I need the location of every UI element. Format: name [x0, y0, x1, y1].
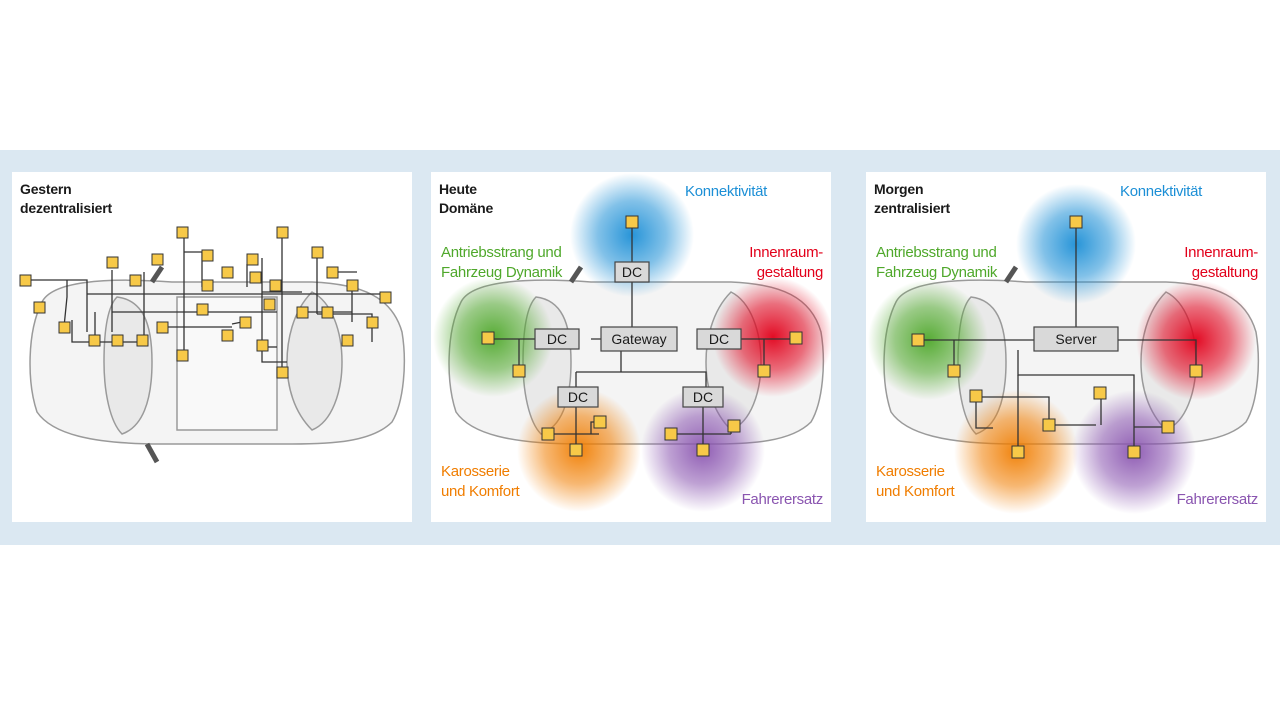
dc-box-antrieb — [534, 328, 580, 350]
title-line-2: dezentralisiert — [20, 200, 112, 216]
label-innenraum: Innenraum- gestaltung — [1184, 243, 1258, 283]
title-line-1: Morgen — [874, 181, 924, 197]
server-label: Server — [1055, 331, 1097, 347]
dc-label: DC — [622, 264, 642, 280]
label-karosserie: Karosserie und Komfort — [441, 462, 520, 502]
panel-title: Morgen zentralisiert — [874, 180, 950, 218]
label-karosserie: Karosserie und Komfort — [876, 462, 955, 502]
dc-label: DC — [693, 389, 713, 405]
label-karosserie-line-2: und Komfort — [876, 483, 955, 500]
label-innenraum-line-1: Innenraum- — [1184, 244, 1258, 261]
label-antrieb-line-1: Antriebsstrang und — [876, 244, 997, 261]
label-antrieb-line-2: Fahrzeug Dynamik — [876, 264, 998, 281]
panel-title: Heute Domäne — [439, 180, 493, 218]
gateway-box — [600, 326, 678, 352]
label-karosserie-line-1: Karosserie — [876, 463, 945, 480]
title-line-2: zentralisiert — [874, 200, 950, 216]
label-innenraum-line-2: gestaltung — [756, 264, 824, 281]
label-innenraum: Innenraum- gestaltung — [749, 243, 823, 283]
label-fahrerersatz: Fahrerersatz — [1176, 491, 1259, 508]
dc-box-konnektivitaet — [614, 261, 650, 283]
dc-box-karosserie — [557, 386, 599, 408]
panel-gestern: Gestern dezentralisiert — [12, 172, 412, 522]
title-line-2: Domäne — [439, 200, 494, 216]
label-fahrerersatz: Fahrerersatz — [741, 491, 824, 508]
dc-label: DC — [547, 331, 567, 347]
car-diagram-domain: DC DC Gateway DC DC DC — [433, 173, 831, 512]
label-karosserie-line-2: und Komfort — [441, 483, 520, 500]
label-innenraum-line-1: Innenraum- — [749, 244, 823, 261]
label-antrieb: Antriebsstrang und Fahrzeug Dynamik — [441, 243, 562, 283]
car-diagram-decentralized — [19, 226, 406, 464]
dc-label: DC — [568, 389, 588, 405]
dc-box-innenraum — [696, 328, 742, 350]
label-antrieb: Antriebsstrang und Fahrzeug Dynamik — [876, 243, 997, 283]
panel-morgen: Server Morgen zentralisiert Konnektivitä… — [866, 172, 1266, 522]
domain-innenraum — [713, 277, 831, 397]
title-line-1: Gestern — [20, 181, 72, 197]
label-karosserie-line-1: Karosserie — [441, 463, 510, 480]
label-konnektivitaet: Konnektivität — [685, 183, 767, 200]
server-box — [1033, 326, 1119, 352]
label-antrieb-line-2: Fahrzeug Dynamik — [441, 264, 563, 281]
label-antrieb-line-1: Antriebsstrang und — [441, 244, 562, 261]
dc-box-fahrerersatz — [682, 386, 724, 408]
label-konnektivitaet: Konnektivität — [1120, 183, 1202, 200]
panel-heute: DC DC Gateway DC DC DC Heute Domäne Konn… — [431, 172, 831, 522]
panel-title: Gestern dezentralisiert — [20, 180, 112, 218]
label-innenraum-line-2: gestaltung — [1191, 264, 1259, 281]
dc-label: DC — [709, 331, 729, 347]
gateway-label: Gateway — [611, 331, 666, 347]
title-line-1: Heute — [439, 181, 477, 197]
car-diagram-centralized: Server — [868, 184, 1260, 514]
